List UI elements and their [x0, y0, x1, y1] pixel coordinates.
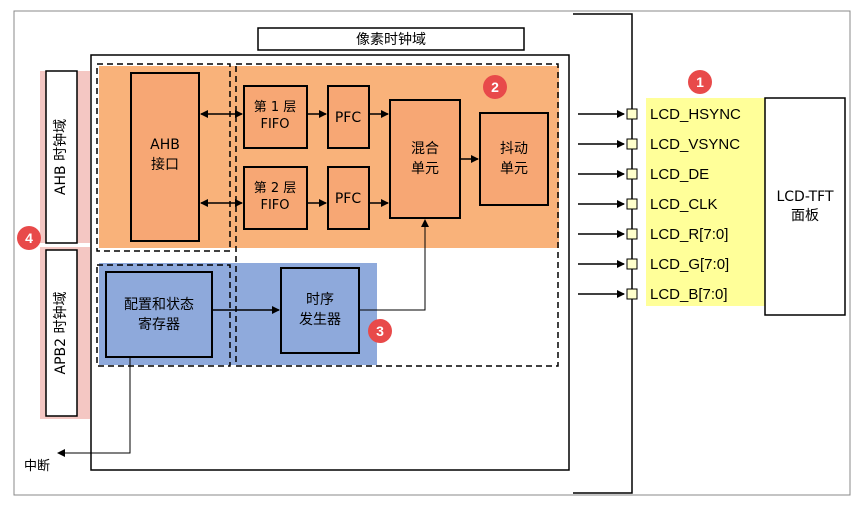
config-registers-label-1: 配置和状态 [124, 297, 194, 313]
signal-label: LCD_VSYNC [650, 136, 740, 153]
dither-unit-block [479, 112, 549, 206]
blend-unit-block [389, 99, 461, 219]
ahb-interface-label-1: AHB [150, 137, 180, 153]
badge-4 [17, 226, 41, 250]
blend-unit-label-2: 单元 [411, 161, 439, 177]
signal-pin [626, 108, 638, 120]
dither-unit-label-2: 单元 [500, 161, 528, 177]
lcd-panel-block [764, 97, 846, 316]
apb2-clock-domain-label: APB2 时钟域 [52, 292, 69, 375]
pfc1-block [327, 85, 370, 149]
badge-2 [483, 75, 507, 99]
layer1-fifo-label-1: 第 1 层 [254, 100, 297, 115]
signal-list: LCD_HSYNC LCD_VSYNC LCD_DE LCD_CLK LCD_R[7:0… [578, 106, 741, 303]
signal-pin [626, 198, 638, 210]
ahb-interface-label-2: 接口 [151, 156, 179, 173]
pixel-clock-domain-box [257, 27, 525, 51]
timing-generator-label-2: 发生器 [299, 312, 341, 328]
timing-generator-block [280, 267, 360, 354]
output-bracket [573, 13, 633, 494]
interrupt-arrow [57, 357, 131, 457]
signal-pin [626, 258, 638, 270]
pixel-clock-domain-label: 像素时钟域 [356, 31, 426, 48]
timing-blend-arrow [359, 219, 429, 311]
pixel-domain-dashed [235, 63, 559, 367]
signal-label: LCD_G[7:0] [650, 256, 729, 273]
layer1-fifo-label-2: FIFO [260, 117, 289, 132]
signal-pin [626, 168, 638, 180]
layer2-fifo-label-1: 第 2 层 [254, 181, 297, 196]
pfc2-block [327, 166, 370, 230]
ahb-clock-domain-box [45, 70, 78, 244]
badge-1 [688, 70, 712, 94]
ahb-interface-block [130, 72, 200, 242]
apb2-domain-dashed [96, 264, 231, 367]
signal-label: LCD_B[7:0] [650, 286, 728, 303]
signal-panel [646, 98, 781, 306]
ahb-clock-domain-label: AHB 时钟域 [52, 119, 69, 195]
signal-label: LCD_R[7:0] [650, 226, 728, 243]
layer2-fifo-block [243, 166, 308, 230]
badge-1-label: 1 [696, 74, 704, 90]
timing-generator-label-1: 时序 [306, 292, 334, 308]
dither-unit-label-1: 抖动 [500, 141, 528, 157]
badge-4-label: 4 [25, 230, 33, 246]
lcd-panel-label-1: LCD-TFT [776, 189, 833, 205]
apb2-clock-domain-box [45, 249, 78, 417]
lcd-panel-label-2: 面板 [791, 208, 819, 224]
signal-label: LCD_DE [650, 166, 709, 183]
interrupt-label: 中断 [24, 459, 50, 474]
pfc2-label: PFC [335, 191, 361, 207]
blend-unit-label-1: 混合 [411, 141, 439, 157]
layer2-fifo-label-2: FIFO [260, 198, 289, 213]
config-registers-label-2: 寄存器 [138, 316, 180, 333]
signal-pin [626, 138, 638, 150]
layer1-fifo-block [243, 85, 308, 149]
signal-pin [626, 288, 638, 300]
signal-label: LCD_CLK [650, 196, 718, 213]
pfc1-label: PFC [335, 110, 361, 126]
badge-3 [368, 319, 392, 343]
badge-2-label: 2 [491, 79, 499, 95]
config-registers-block [105, 271, 213, 358]
signal-pin [626, 228, 638, 240]
badge-3-label: 3 [376, 323, 384, 339]
signal-label: LCD_HSYNC [650, 106, 741, 123]
